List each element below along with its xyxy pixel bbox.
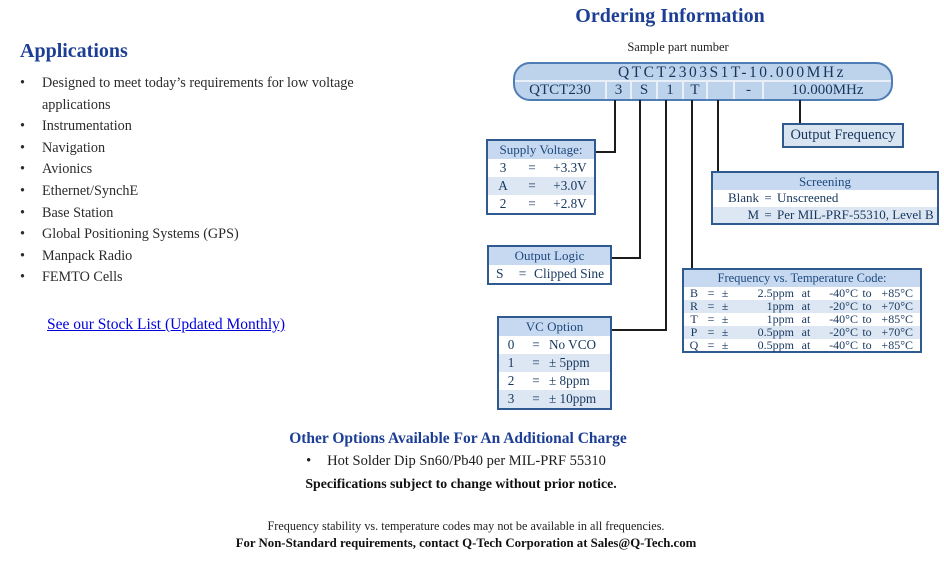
screening-header: Screening	[713, 173, 937, 190]
table-row: 1 = ± 5ppm	[499, 354, 610, 372]
connector-vc-horizontal	[611, 329, 667, 331]
part-number-full: QTCT2303S1T-10.000MHz	[515, 64, 891, 82]
list-item: • Instrumentation	[20, 116, 440, 138]
segment-temp-code: T	[682, 82, 706, 99]
table-row: 3 = +3.3V	[499, 160, 587, 175]
screening-table: Screening Blank = Unscreened M = Per MIL…	[711, 171, 939, 225]
applications-list: • Designed to meet today’s requirements …	[20, 73, 440, 289]
bullet-icon: •	[20, 247, 25, 264]
segment-frequency: 10.000MHz	[762, 82, 891, 99]
table-row: A = +3.0V	[488, 177, 594, 195]
bullet-icon: •	[20, 269, 25, 286]
other-options-heading: Other Options Available For An Additiona…	[289, 430, 627, 447]
table-row: S = Clipped Sine	[496, 266, 605, 281]
supply-voltage-table: Supply Voltage: 3 = +3.3V A = +3.0V 2 = …	[486, 139, 596, 215]
list-item: • Navigation	[20, 138, 440, 160]
sample-part-number-label: Sample part number	[627, 40, 729, 54]
page-title: Ordering Information	[575, 5, 765, 27]
table-row: 0 = No VCO	[507, 337, 597, 352]
bullet-icon: •	[20, 139, 25, 156]
vc-option-table: VC Option 0 = No VCO 1 = ± 5ppm 2 = ± 8p…	[497, 316, 612, 410]
specifications-note: Specifications subject to change without…	[305, 476, 617, 491]
list-item: • Ethernet/SynchE	[20, 181, 440, 203]
connector-vc-vertical	[665, 100, 667, 331]
segment-vc-option: 1	[656, 82, 682, 99]
list-item: • Designed to meet today’s requirements …	[20, 73, 440, 116]
list-item: • Base Station	[20, 203, 440, 225]
segment-hyphen: -	[733, 82, 762, 99]
stock-list-link[interactable]: See our Stock List (Updated Monthly)	[47, 316, 286, 333]
connector-supply-horizontal	[596, 151, 616, 153]
table-row: M = Per MIL-PRF-55310, Level B	[713, 206, 937, 223]
bullet-icon: •	[20, 161, 25, 178]
list-item: • Avionics	[20, 159, 440, 181]
table-row: 2 = ± 8ppm	[507, 373, 590, 388]
list-item: • FEMTO Cells	[20, 267, 440, 289]
freq-temp-table: Frequency vs. Temperature Code: B = ± 2.…	[682, 268, 922, 354]
part-number-box: QTCT2303S1T-10.000MHz QTCT230 3 S 1 T - …	[513, 62, 893, 101]
freq-temp-header: Frequency vs. Temperature Code:	[684, 270, 920, 287]
output-logic-header: Output Logic	[489, 247, 610, 265]
segment-supply-voltage: 3	[605, 82, 630, 99]
list-item: • Manpack Radio	[20, 246, 440, 268]
supply-voltage-header: Supply Voltage:	[488, 141, 594, 159]
connector-frequency-vertical	[799, 100, 801, 124]
connector-logic-horizontal	[611, 257, 641, 259]
connector-logic-vertical	[639, 100, 641, 259]
connector-screening-vertical	[717, 100, 719, 172]
segment-screening-blank	[706, 82, 733, 99]
table-row: Blank = Unscreened	[727, 190, 839, 206]
bullet-icon: •	[20, 226, 25, 243]
table-row: B = ± 2.5ppm at -40°C to +85°C	[689, 286, 913, 300]
bullet-icon: •	[20, 118, 25, 135]
connector-tempcode-vertical	[691, 100, 693, 269]
part-number-segments: QTCT230 3 S 1 T - 10.000MHz	[515, 82, 891, 99]
table-row: R = ± 1ppm at -20°C to +70°C	[684, 299, 920, 313]
table-row: 2 = +2.8V	[499, 196, 587, 211]
table-row: T = ± 1ppm at -40°C to +85°C	[690, 311, 913, 326]
applications-heading: Applications	[20, 40, 128, 62]
output-frequency-box: Output Frequency	[782, 123, 904, 148]
bullet-icon: •	[20, 182, 25, 199]
table-row: P = ± 0.5ppm at -20°C to +70°C	[684, 325, 920, 339]
connector-supply-vertical	[614, 100, 616, 153]
output-logic-table: Output Logic S = Clipped Sine	[487, 245, 612, 285]
list-item: • Global Positioning Systems (GPS)	[20, 224, 440, 246]
segment-base: QTCT230	[529, 82, 591, 98]
bullet-icon: •	[306, 453, 312, 469]
bullet-icon: •	[20, 204, 25, 221]
segment-output-logic: S	[630, 82, 656, 99]
frequency-availability-note: Frequency stability vs. temperature code…	[267, 519, 665, 533]
contact-note: For Non-Standard requirements, contact Q…	[235, 536, 697, 550]
table-row: 3 = ± 10ppm	[499, 390, 610, 408]
other-options-bullet: •Hot Solder Dip Sn60/Pb40 per MIL-PRF 55…	[306, 453, 606, 469]
bullet-icon: •	[20, 75, 25, 91]
table-row: Q = ± 0.5ppm at -40°C to +85°C	[689, 337, 913, 352]
vc-option-header: VC Option	[499, 318, 610, 336]
